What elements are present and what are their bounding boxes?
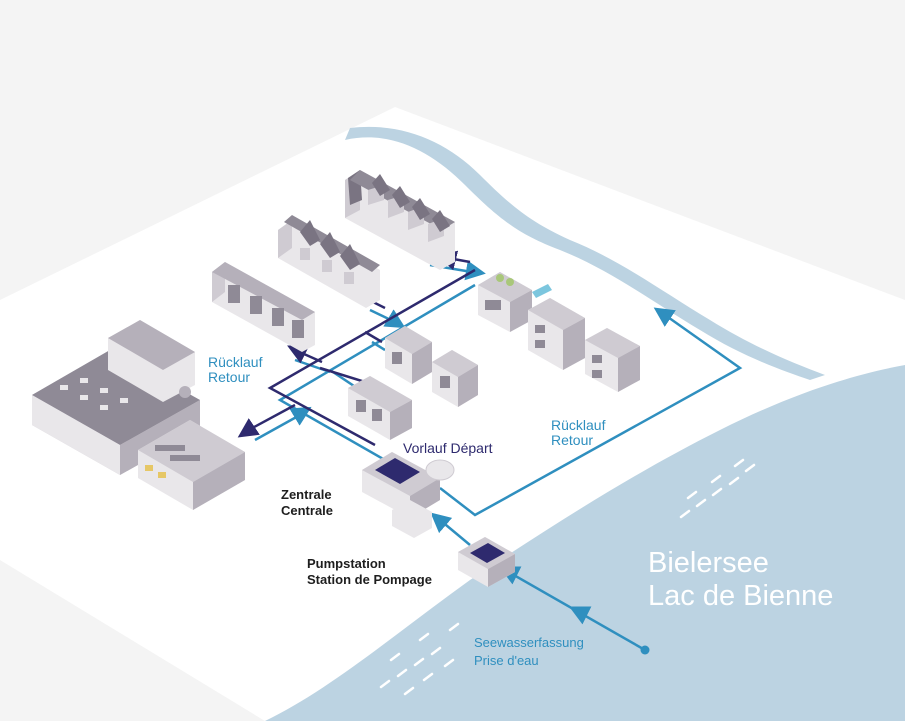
apartment-blocks-right xyxy=(528,298,640,392)
supply-label: Vorlauf Départ xyxy=(403,440,493,456)
supply-network xyxy=(237,250,476,447)
lake xyxy=(265,365,905,721)
return-label-right: Rücklauf Retour xyxy=(551,417,606,448)
pump-station-label: Pumpstation Station de Pompage xyxy=(307,556,432,588)
pump-to-central-pipe xyxy=(430,512,471,546)
central-plant-building xyxy=(138,420,245,510)
townhouses-left xyxy=(212,262,315,352)
lake-label: Bielersee Lac de Bienne xyxy=(648,547,834,613)
return-pipe-right xyxy=(439,307,743,517)
heat-exchanger-station xyxy=(362,452,455,538)
lake-waves xyxy=(379,458,756,696)
villa-with-pool xyxy=(478,272,552,332)
houses-center xyxy=(348,326,478,440)
row-houses-middle xyxy=(278,215,380,308)
central-label: Zentrale Centrale xyxy=(281,487,334,519)
pump-station-building xyxy=(458,537,515,587)
river xyxy=(345,126,825,381)
return-network xyxy=(254,260,486,462)
return-label-left: Rücklauf Retour xyxy=(208,354,263,385)
water-intake-label: Seewasserfassung Prise d'eau xyxy=(474,635,584,668)
row-houses-top xyxy=(345,170,455,270)
